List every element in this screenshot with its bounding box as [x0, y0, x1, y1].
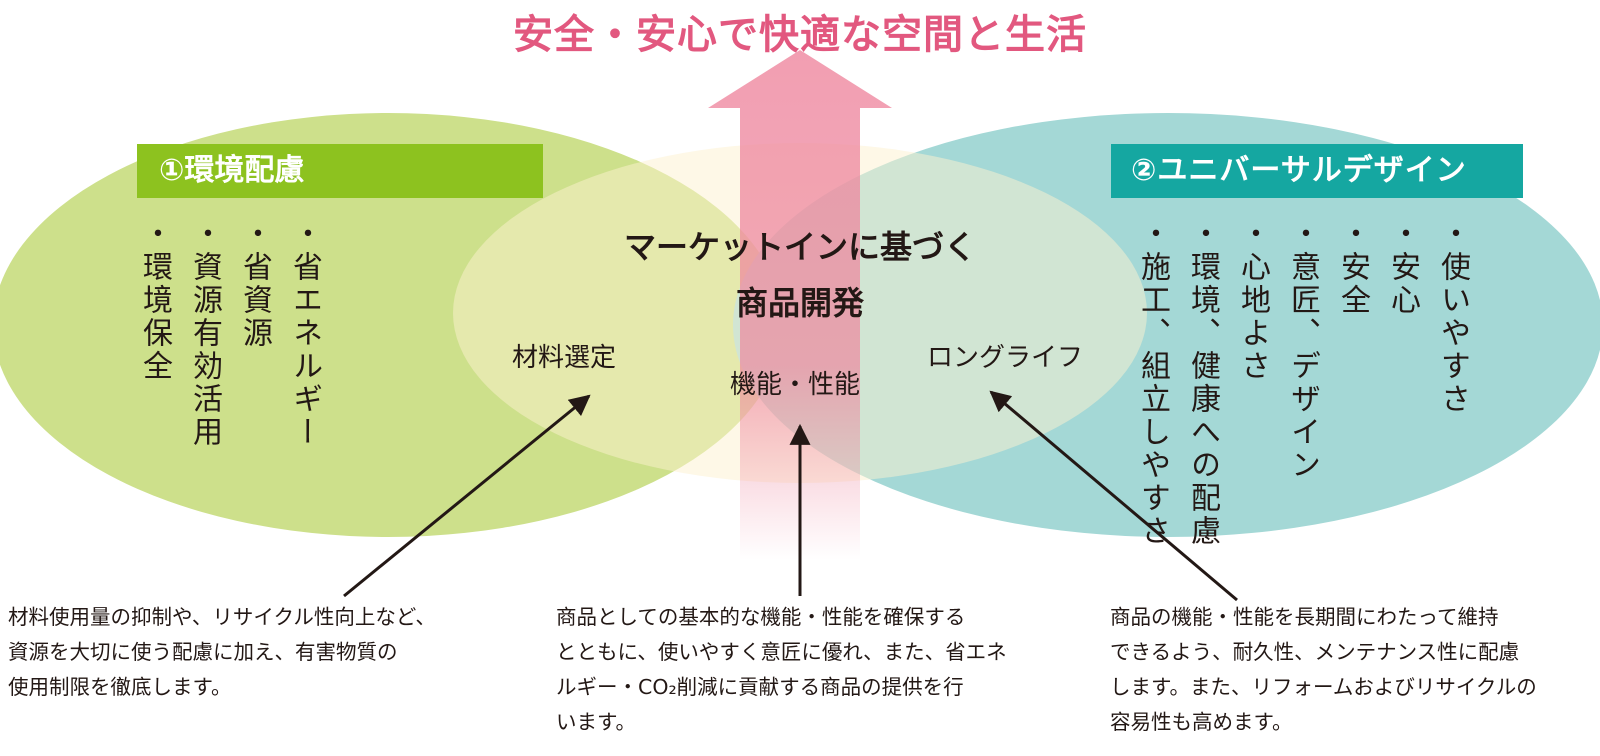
center-title-line1: マーケットインに基づく	[623, 228, 976, 266]
description-line: ルギー・CO₂削減に貢献する商品の提供を行	[556, 675, 964, 699]
universal-design-heading: ②ユニバーサルデザイン	[1111, 144, 1523, 198]
description-line: します。また、リフォームおよびリサイクルの	[1110, 675, 1537, 699]
universal-design-item: ・安心	[1385, 218, 1420, 317]
universal-design-item: ・環境、健康への配慮	[1185, 218, 1220, 548]
pointer-arrow-longlife	[989, 390, 1238, 602]
longlife-description: 商品の機能・性能を長期間にわたって維持 できるよう、耐久性、メンテナンス性に配慮…	[1110, 600, 1537, 740]
universal-design-item: ・心地よさ	[1235, 218, 1270, 383]
description-line: 材料使用量の抑制や、リサイクル性向上など、	[8, 605, 436, 629]
universal-design-item: ・使いやすさ	[1435, 218, 1470, 416]
universal-design-item: ・施工、組立しやすさ	[1135, 218, 1170, 548]
description-line: 商品としての基本的な機能・性能を確保する	[556, 605, 966, 629]
description-line: 商品の機能・性能を長期間にわたって維持	[1110, 605, 1499, 629]
universal-design-item: ・意匠、デザイン	[1285, 218, 1320, 482]
long-life-label: ロングライフ	[927, 343, 1084, 373]
function-performance-label: 機能・性能	[730, 370, 861, 400]
material-description: 材料使用量の抑制や、リサイクル性向上など、 資源を大切に使う配慮に加え、有害物質…	[8, 600, 436, 705]
environment-item: ・省エネルギー	[287, 218, 322, 449]
description-line: います。	[556, 710, 636, 734]
center-title-line2: 商品開発	[735, 284, 864, 322]
environment-item: ・環境保全	[137, 218, 172, 383]
environment-heading: ①環境配慮	[137, 144, 543, 198]
material-selection-label: 材料選定	[512, 343, 617, 373]
description-line: 使用制限を徹底します。	[8, 675, 232, 699]
pointer-arrow-material	[343, 394, 591, 598]
description-line: とともに、使いやすく意匠に優れ、また、省エネ	[556, 640, 1007, 664]
up-arrow-icon	[708, 50, 892, 560]
universal-design-item: ・安全	[1335, 218, 1370, 317]
main-title: 安全・安心で快適な空間と生活	[513, 12, 1087, 58]
environment-item: ・資源有効活用	[187, 218, 222, 449]
description-line: 容易性も高めます。	[1110, 710, 1293, 734]
function-description: 商品としての基本的な機能・性能を確保する とともに、使いやすく意匠に優れ、また、…	[556, 600, 1007, 740]
description-line: できるよう、耐久性、メンテナンス性に配慮	[1110, 640, 1520, 664]
environment-item: ・省資源	[237, 218, 272, 350]
description-line: 資源を大切に使う配慮に加え、有害物質の	[8, 640, 398, 664]
